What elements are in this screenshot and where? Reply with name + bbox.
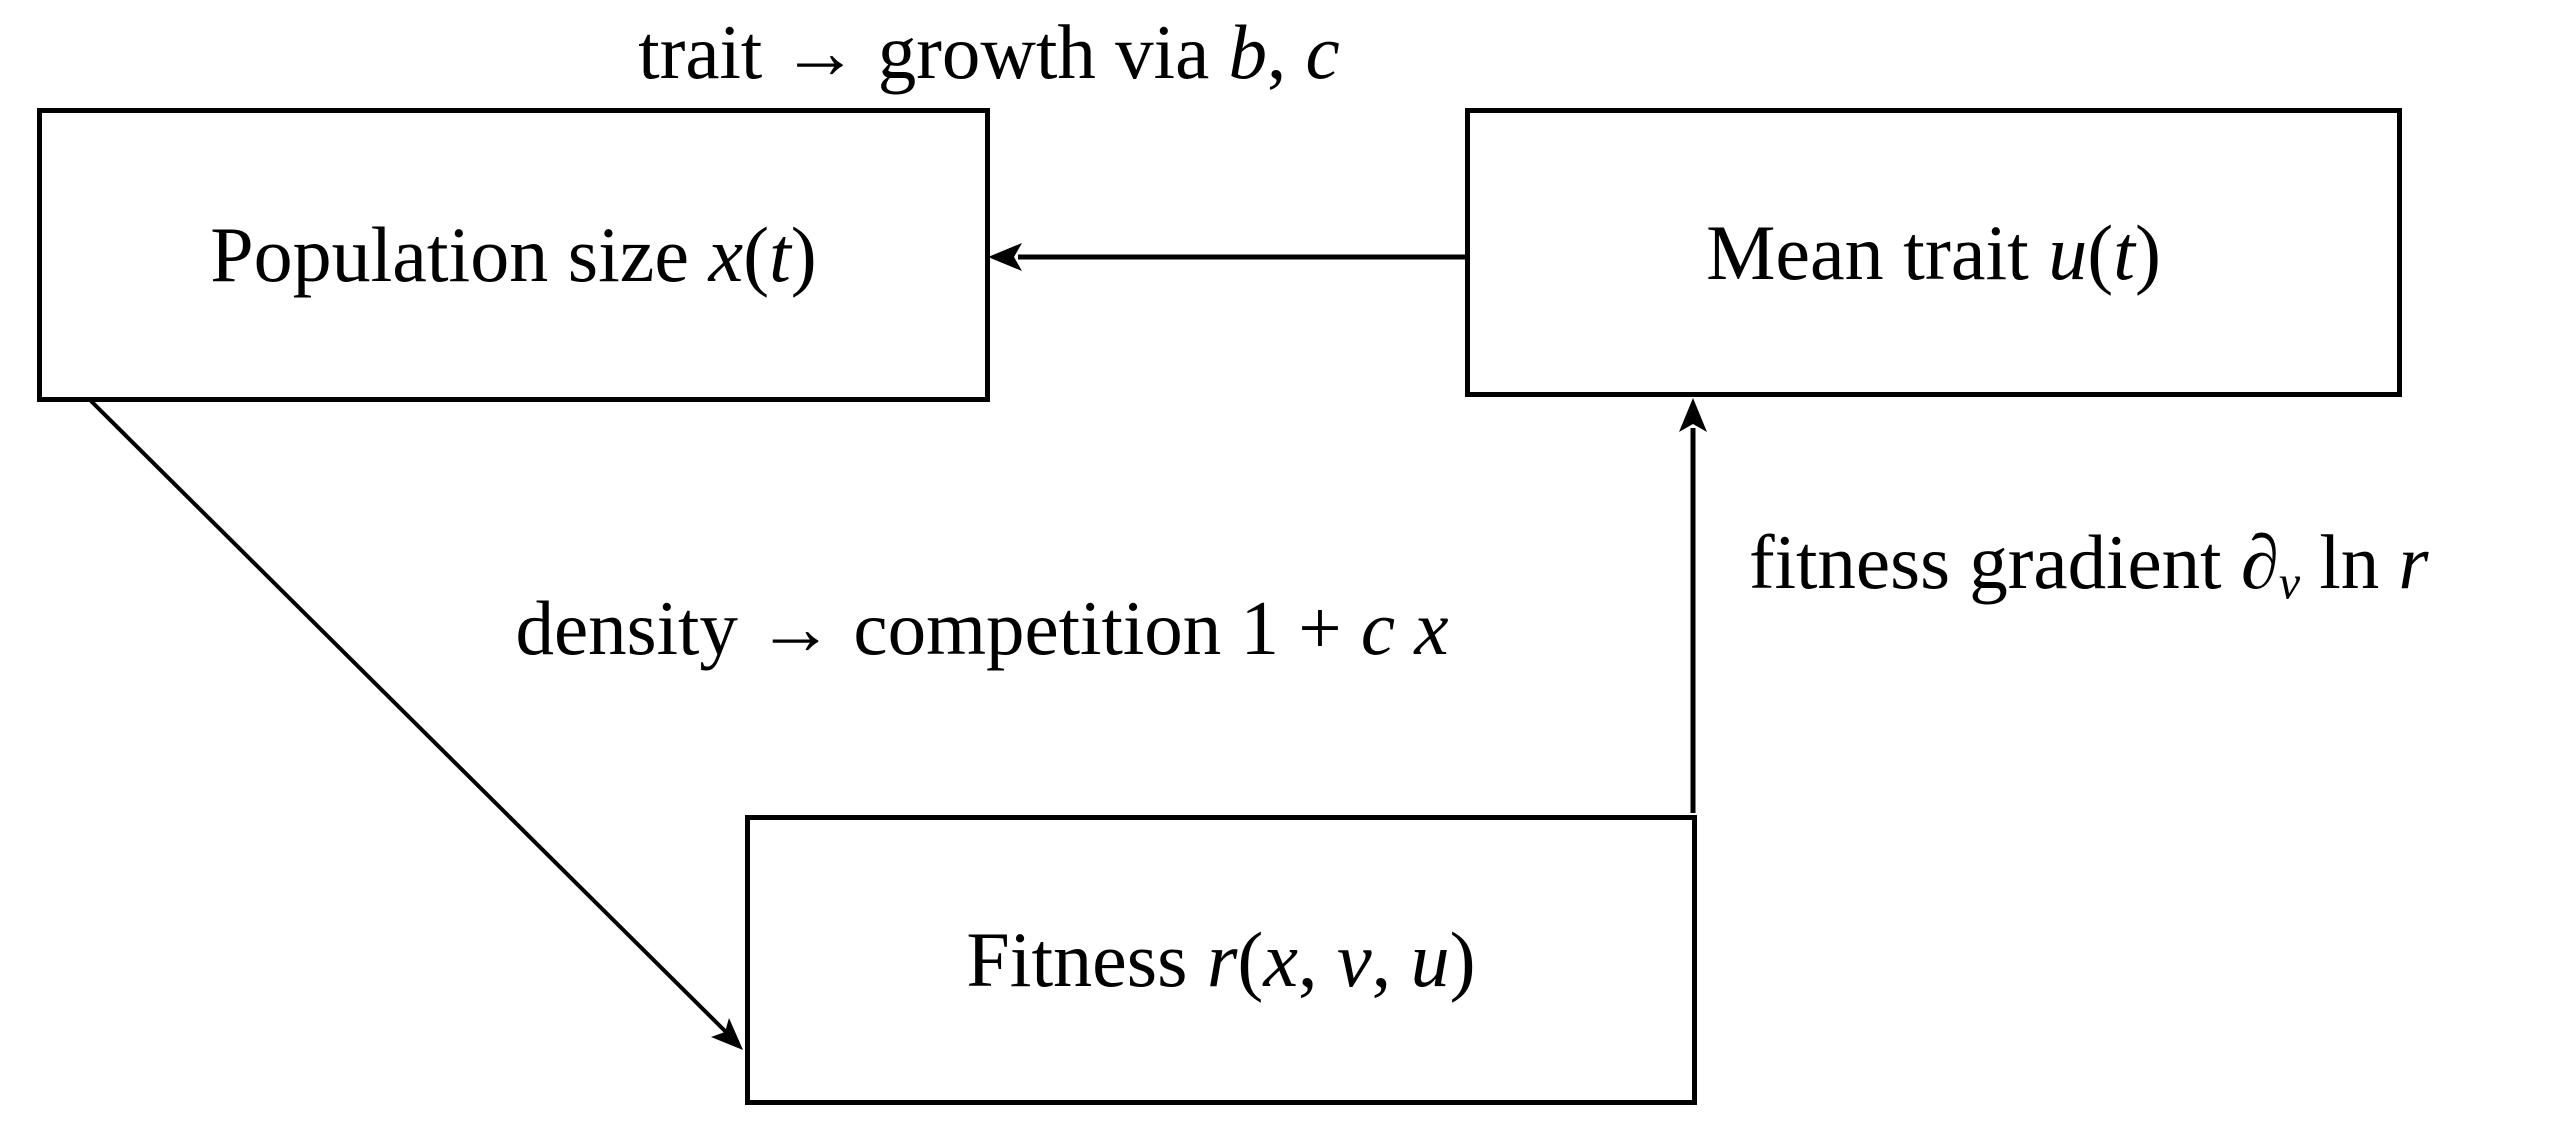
label-segment: , xyxy=(1297,916,1337,1003)
mean-trait-label: Mean trait u(t) xyxy=(1706,208,2161,298)
label-segment: u xyxy=(2048,208,2088,296)
label-segment: ) xyxy=(1449,916,1476,1003)
label-segment: u xyxy=(1410,916,1450,1003)
label-segment: ( xyxy=(1237,916,1264,1003)
label-segment: ln xyxy=(2300,519,2399,605)
label-segment: ( xyxy=(2087,208,2114,296)
label-segment: ) xyxy=(790,211,817,298)
label-segment: r xyxy=(1206,916,1238,1003)
label-segment: ∂ xyxy=(2240,519,2279,605)
arrowhead-left-icon xyxy=(988,243,1022,271)
label-segment: trait → growth via xyxy=(638,9,1229,95)
population-size-label: Population size x(t) xyxy=(210,210,817,300)
mean-trait-box: Mean trait u(t) xyxy=(1465,108,2402,397)
label-segment: t xyxy=(2113,208,2135,296)
label-segment: v xyxy=(1336,916,1372,1003)
label-segment: fitness gradient xyxy=(1749,519,2241,605)
label-segment: b xyxy=(1228,9,1268,95)
arrowhead-diagonal-icon xyxy=(711,1018,743,1050)
label-segment: c xyxy=(1305,9,1340,95)
label-segment: x xyxy=(1263,916,1298,1003)
label-segment: v xyxy=(2278,556,2301,610)
edge-label-trait-growth: trait → growth via b, c xyxy=(638,8,1339,97)
label-segment: Fitness xyxy=(966,916,1207,1003)
label-segment: r xyxy=(2398,519,2429,605)
fitness-label: Fitness r(x, v, u) xyxy=(966,915,1475,1005)
label-segment: x xyxy=(708,211,744,298)
label-segment: c x xyxy=(1360,585,1449,671)
label-segment: ( xyxy=(743,211,770,298)
edge-label-fitness-gradient: fitness gradient ∂v ln r xyxy=(1749,518,2428,611)
edge-label-density-competition: density → competition 1 + c x xyxy=(515,584,1448,673)
label-segment: ) xyxy=(2134,208,2161,296)
edge-population-to-fitness xyxy=(87,397,728,1034)
fitness-box: Fitness r(x, v, u) xyxy=(745,815,1697,1105)
population-size-box: Population size x(t) xyxy=(37,108,990,402)
label-segment: , xyxy=(1371,916,1411,1003)
label-segment: Population size xyxy=(210,211,709,298)
label-segment: t xyxy=(769,211,791,298)
arrowhead-up-icon xyxy=(1679,398,1707,432)
label-segment: Mean trait xyxy=(1706,208,2049,296)
label-segment: , xyxy=(1267,9,1306,95)
label-segment: density → competition 1 + xyxy=(515,585,1361,671)
